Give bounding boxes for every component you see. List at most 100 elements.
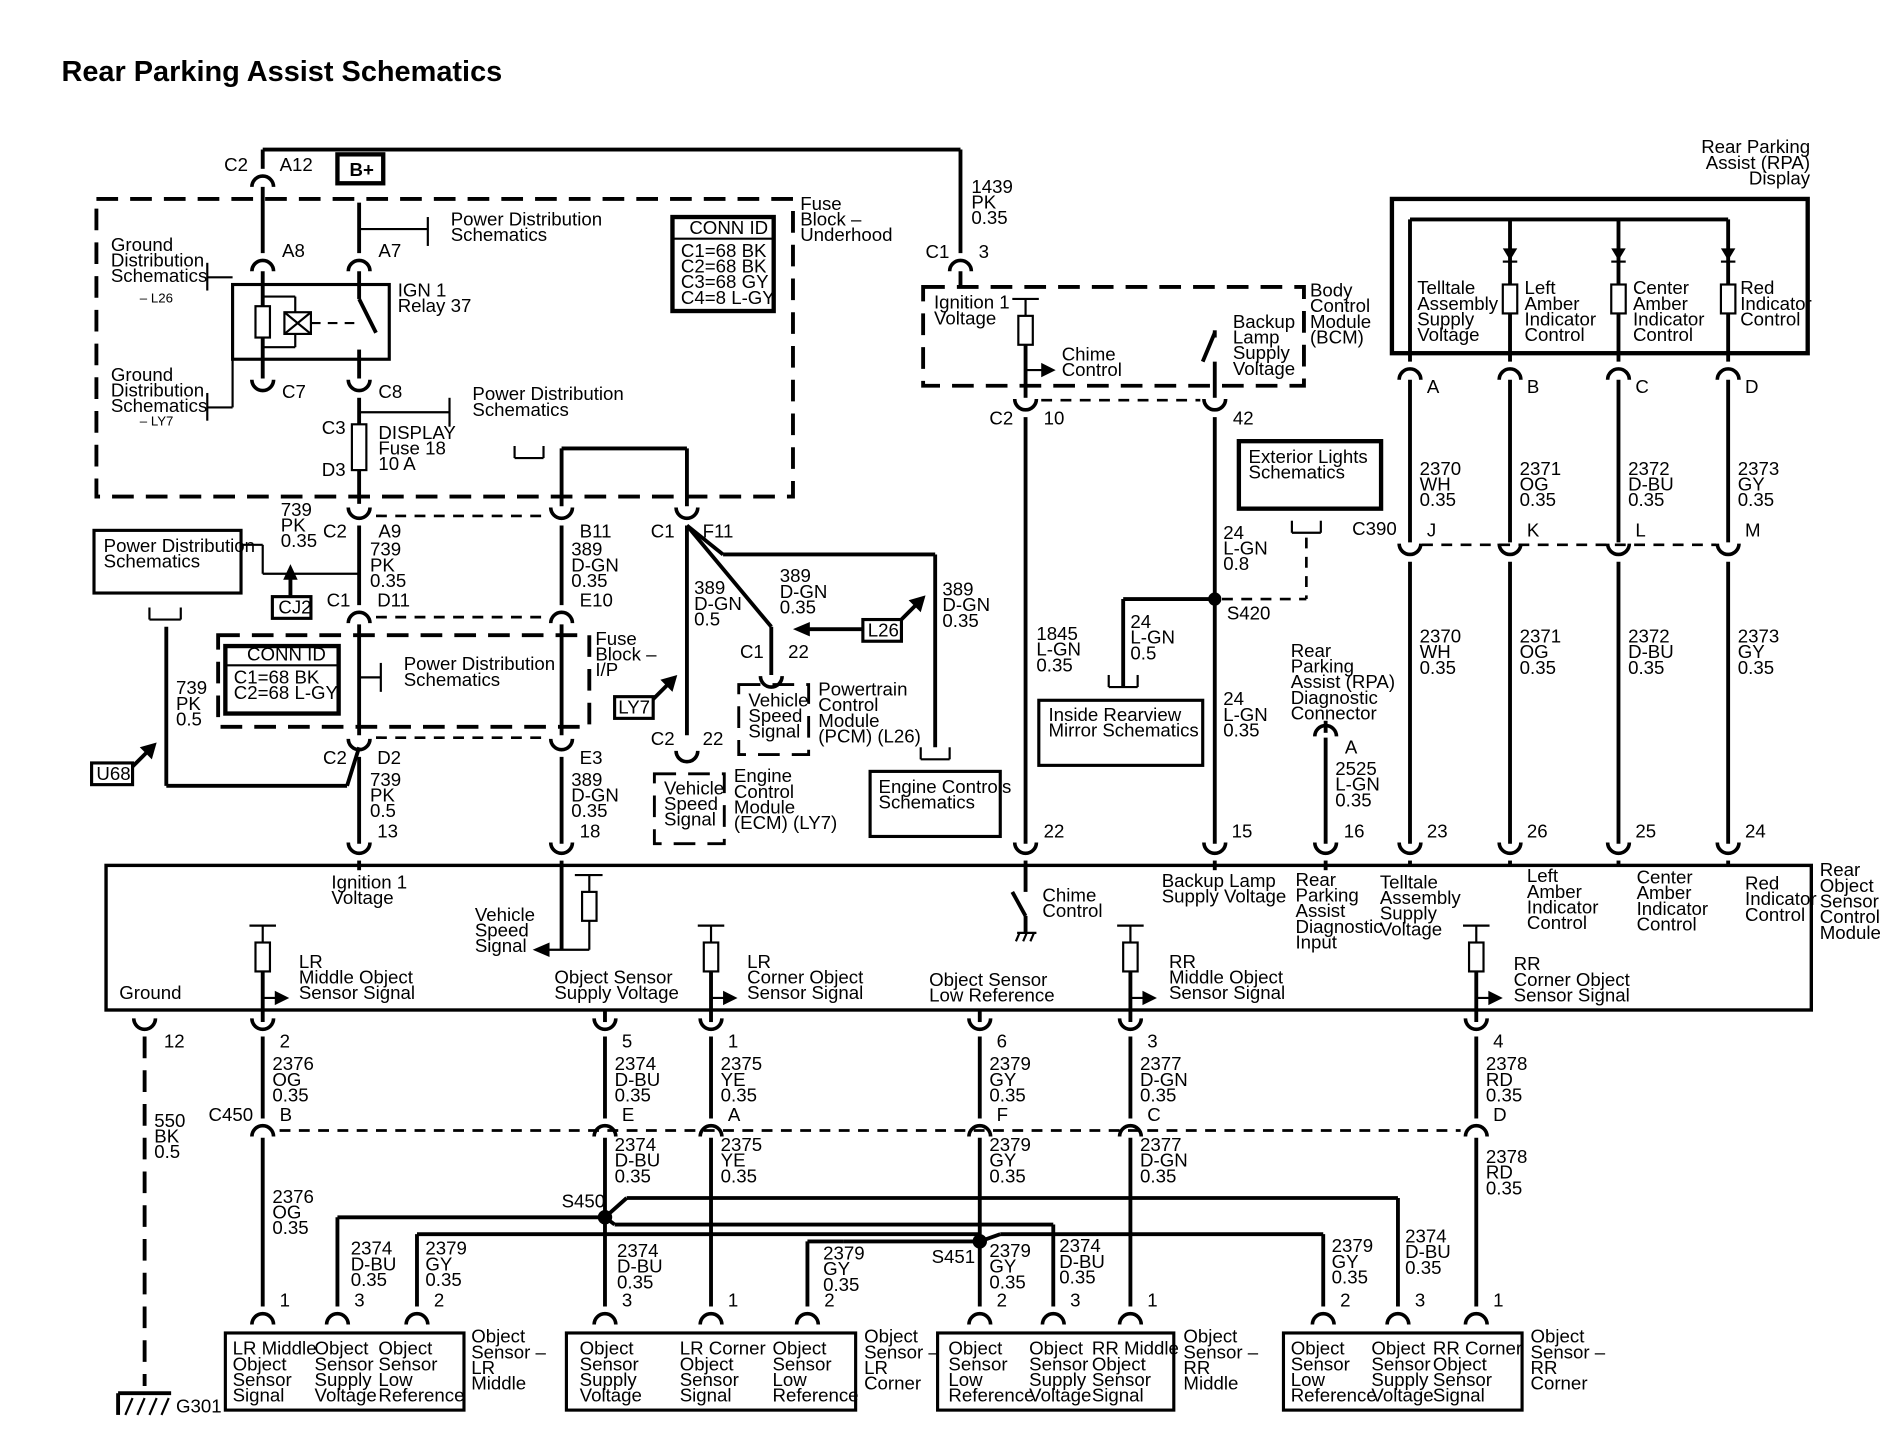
module-pin-26: 26 [1527,821,1548,842]
b-plus-box [335,152,386,186]
module-pin-25: 25 [1635,821,1656,842]
module-bottom-pin-1: 5 [622,1030,632,1051]
c450-pin-D: D [1493,1104,1506,1125]
connector-c450: C450 [208,1104,253,1125]
bcm-box [921,284,1306,388]
sensor-1-pin-2: 2 [824,1289,834,1310]
sensor-0-pin-2: 2 [434,1289,444,1310]
rpa-pin-A: A [1427,376,1440,397]
inside-mirror-box [1037,698,1205,767]
page-title: Rear Parking Assist Schematics [61,56,502,88]
conn-id-header: CONN ID [689,217,768,238]
cj2-box [270,595,313,620]
module-bottom-pin-0: 2 [280,1030,290,1051]
b-plus-label: B+ [349,159,373,180]
pin-c3: C3 [322,417,346,438]
ly7-note: – LY7 [140,414,174,429]
u68-box [90,761,135,787]
module-ground: Ground [119,982,181,1003]
sensor-1-pin-3: 3 [622,1289,632,1310]
bcm-pin-10: 10 [1044,407,1065,428]
ly7-box [613,695,655,720]
rpa-pin-D: D [1745,376,1758,397]
ecm-pin-22: 22 [703,728,724,749]
module-pin-24: 24 [1745,821,1766,842]
sensor-2-pin-2: 2 [997,1289,1007,1310]
pin-a12: A12 [280,154,313,175]
sensor-3-pin-2: 2 [1340,1289,1350,1310]
l26-label: L26 [868,619,899,640]
pcm-pin-c1: C1 [740,641,764,662]
pin-d3: D3 [322,459,346,480]
c390-pin-J: J [1427,519,1436,540]
pin-18: 18 [580,821,601,842]
pin-22-chime: 22 [1044,821,1065,842]
module-bottom-pin-5: 4 [1493,1030,1503,1051]
pin-d2: D2 [377,747,401,768]
rpa-pin-C: C [1635,376,1648,397]
pin-e3: E3 [580,747,603,768]
splice-s420: S420 [1227,603,1271,624]
pin-c7: C7 [282,381,306,402]
splice-s450: S450 [562,1191,606,1212]
conn-id-ip [223,643,341,716]
pin-12-ground: 12 [164,1030,185,1051]
l26-note: – L26 [140,291,173,306]
module-bottom-pin-2: 1 [728,1030,738,1051]
pin-b11: B11 [580,521,612,542]
module-bottom-pin-3: 6 [997,1030,1007,1051]
